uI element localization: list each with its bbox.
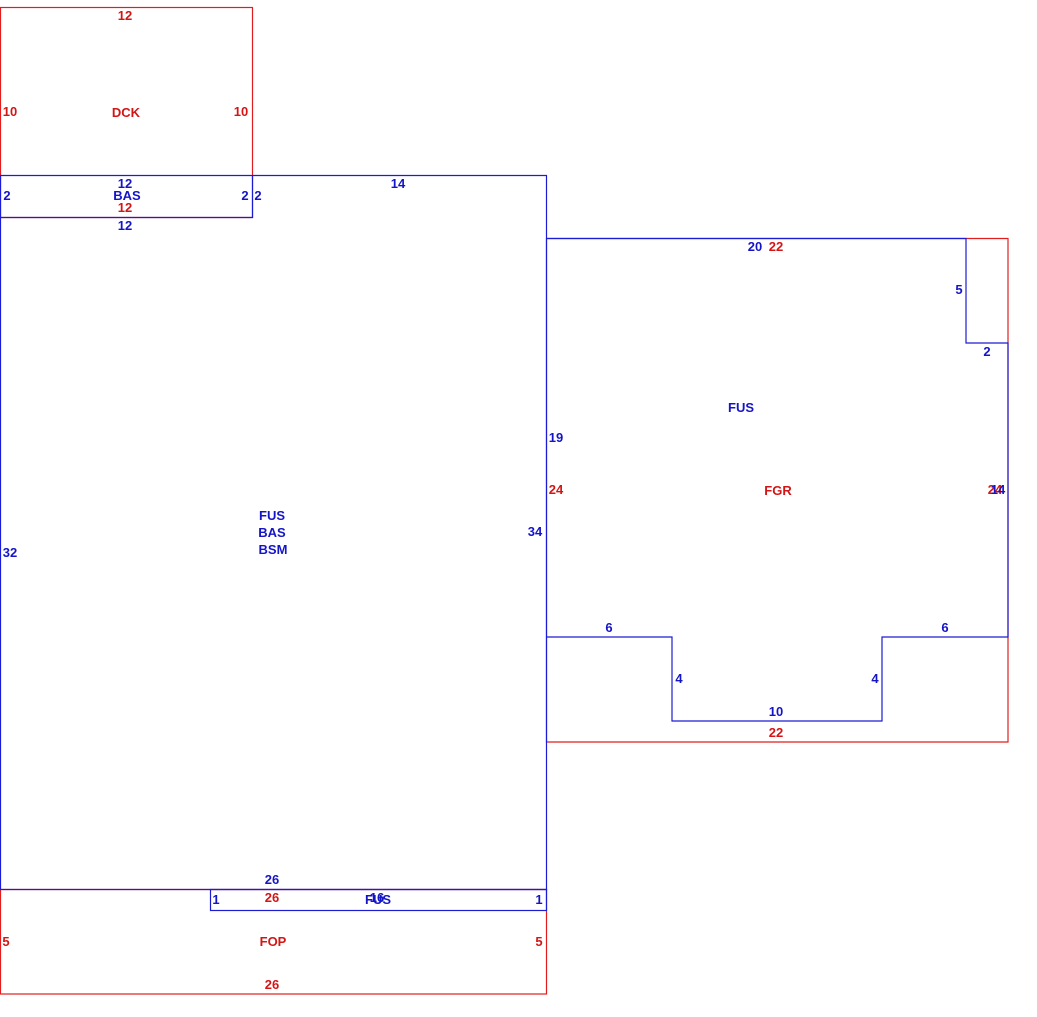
dim-bas-bottom: 12: [118, 218, 132, 233]
dim-strip-left: 1: [212, 892, 219, 907]
dim-step-right-vert: 4: [871, 671, 879, 686]
dim-fus-left: 19: [549, 430, 563, 445]
area-label-fop: FOP: [260, 934, 287, 949]
dim-deck-bottom: 12: [118, 200, 132, 215]
dim-fgr-top: 22: [769, 239, 783, 254]
dim-step-right-horiz: 6: [941, 620, 948, 635]
red-outlines: [0, 6, 1009, 995]
dim-fop-bottom: 26: [265, 977, 279, 992]
dim-fop-right: 5: [535, 934, 542, 949]
dim-strip-top: 26: [265, 890, 279, 905]
blue-outlines: [0, 174, 1009, 912]
area-label-main-bsm: BSM: [259, 542, 288, 557]
dim-strip-right: 1: [535, 892, 542, 907]
dim-bas-right: 2: [241, 188, 248, 203]
dim-deck-left: 10: [3, 104, 17, 119]
area-label-main-bas: BAS: [258, 525, 286, 540]
dim-notch-vert: 5: [955, 282, 962, 297]
dim-fgr-left: 24: [549, 482, 564, 497]
area-label-main-fus: FUS: [259, 508, 285, 523]
dim-step-left-vert: 4: [675, 671, 683, 686]
bas-strip-outline: [0, 175, 254, 219]
dim-main-bottom: 26: [265, 872, 279, 887]
area-label-bas-small: BAS: [113, 188, 141, 203]
dim-deck-top: 12: [118, 8, 132, 23]
area-label-fus-right: FUS: [728, 400, 754, 415]
dim-fgr-bottom: 22: [769, 725, 783, 740]
dim-strip-overlap: 16: [370, 890, 384, 905]
dim-step-bottom: 10: [769, 704, 783, 719]
upper-floor-outline: [546, 237, 1009, 722]
dim-main-left-side: 2: [254, 188, 261, 203]
bottom-strip-outline: [209, 888, 548, 912]
area-label-dck: DCK: [112, 105, 141, 120]
dim-fus-right: 14: [991, 482, 1006, 497]
dim-bas-top: 12: [118, 176, 132, 191]
dim-deck-right: 10: [234, 104, 248, 119]
area-label-fus-bottom: FUS: [365, 892, 391, 907]
dim-step-left-horiz: 6: [605, 620, 612, 635]
dim-fgr-right: 24: [988, 482, 1003, 497]
dim-fop-left: 5: [2, 934, 9, 949]
area-label-fgr: FGR: [764, 483, 792, 498]
dim-notch-horiz: 2: [983, 344, 990, 359]
dim-main-left: 32: [3, 545, 17, 560]
dim-main-right: 34: [528, 524, 543, 539]
dim-main-top: 14: [391, 176, 406, 191]
dim-fus-top: 20: [748, 239, 762, 254]
dim-bas-left: 2: [3, 188, 10, 203]
